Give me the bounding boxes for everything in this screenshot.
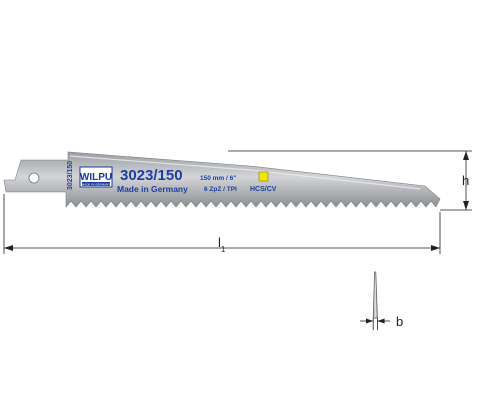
thickness-label: b [396,314,403,329]
blade-side-code: 3023/150 [67,161,74,190]
blade-material: HCS/CV [250,186,277,193]
height-dimension [228,150,472,211]
blade-body [3,151,441,208]
height-arrow-top [463,151,469,160]
length-dimension [3,194,441,254]
material-color-square [258,171,269,182]
tang-hole [28,172,40,184]
height-label: h [462,173,469,188]
wilpu-logo: WILPU MADE IN GERMANY [79,166,113,188]
saw-blade [3,151,441,208]
logo-brand-text: WILPU [80,172,112,183]
length-arrow-right [431,245,440,251]
height-arrow-bottom [463,201,469,210]
length-label-main: l [218,235,221,250]
logo-tagline-text: MADE IN GERMANY [82,182,111,186]
blade-length-spec: 150 mm / 6" [200,175,236,182]
thickness-dimension: b [360,271,403,330]
spine-highlight [69,155,421,190]
blade-tooth-spec: 6 ZpZ / TPI [204,186,237,193]
logo-tagline-bar [82,182,110,186]
thickness-arrow-right [377,318,385,324]
thickness-arrow-left [366,318,374,324]
length-arrow-left [4,245,13,251]
length-label-subscript: 1 [221,245,226,254]
blade-cross-section [372,271,378,319]
length-label: l1 [218,235,226,254]
blade-model: 3023/150 [120,167,183,184]
blade-origin: Made in Germany [117,184,188,194]
